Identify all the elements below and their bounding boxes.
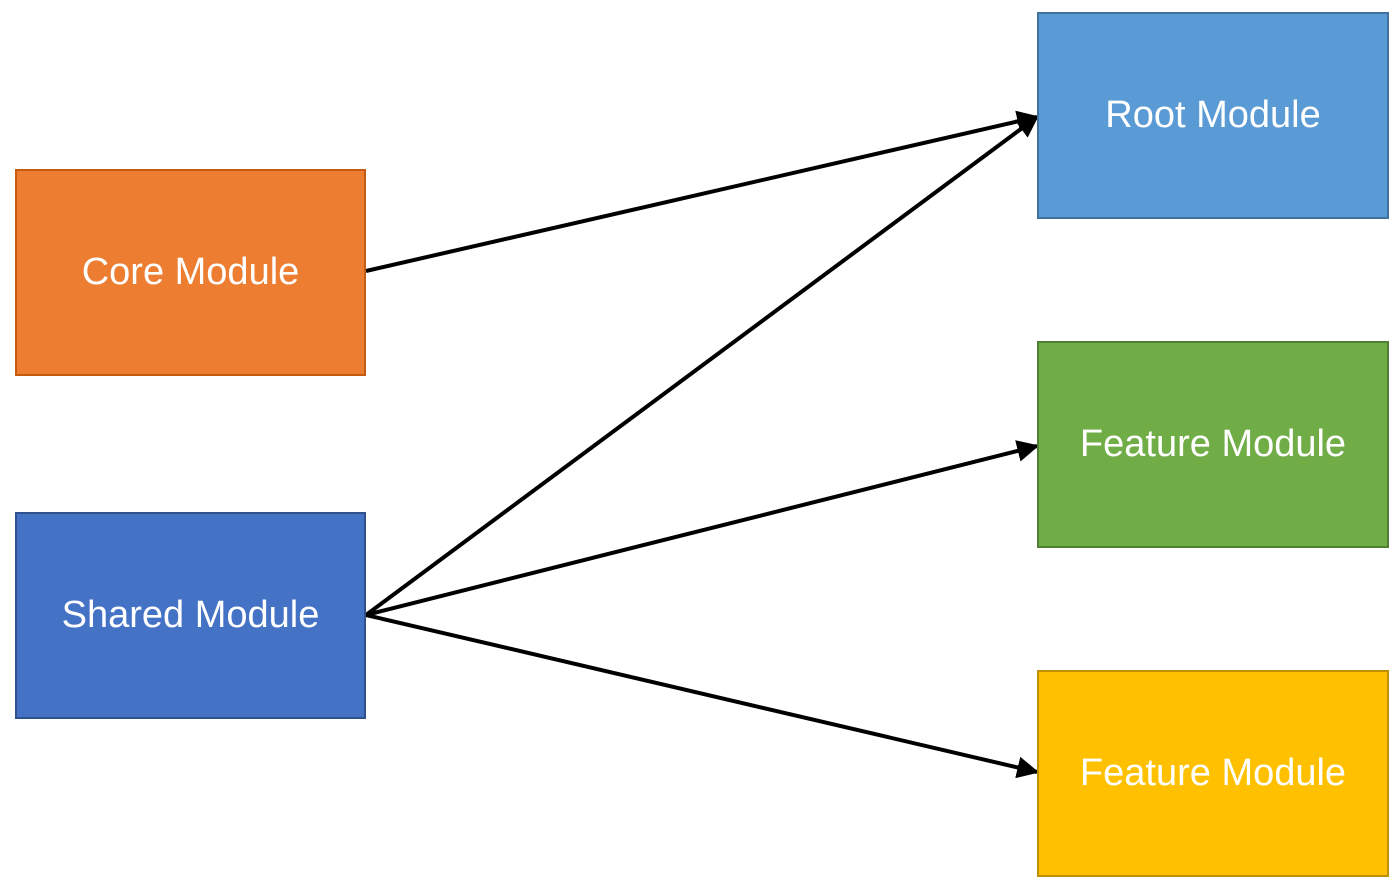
feature-module-label-2: Feature Module [1079,752,1347,794]
arrow-shared-to-feature2 [365,613,1040,779]
core-module-label: Core Module [81,251,300,293]
root-module-label: Root Module [1105,94,1321,136]
feature-module-label-1: Feature Module [1079,423,1347,465]
root-module-box: Root Module [1037,12,1389,219]
shared-module-label: Shared Module [61,594,320,636]
arrow-shared-to-root [364,115,1039,617]
shared-module-box: Shared Module [15,512,366,719]
arrow-shared-to-feature1 [365,440,1040,617]
feature-module-box-2: Feature Module [1037,670,1389,877]
feature-module-box-1: Feature Module [1037,341,1389,548]
core-module-box: Core Module [15,169,366,376]
arrow-core-to-root [365,110,1040,273]
